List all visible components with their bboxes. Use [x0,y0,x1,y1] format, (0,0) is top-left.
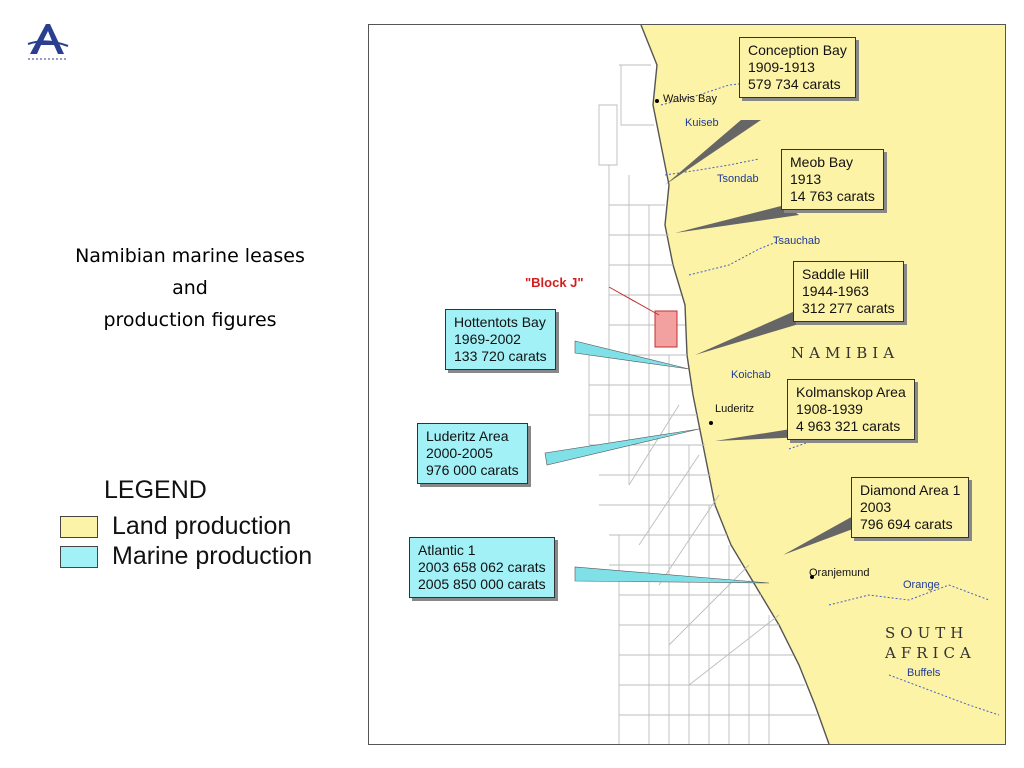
callout-years: 1913 [790,171,822,187]
callout-line-1: 2003 658 062 carats [418,559,546,575]
callout-name: Atlantic 1 [418,542,476,558]
callout-line-2: 2005 850 000 carats [418,576,546,592]
place-walvis-bay: Walvis Bay [663,93,717,105]
block-j-label: "Block J" [525,275,584,290]
land-swatch [60,515,98,538]
callout-kolmanskop-area: Kolmanskop Area 1908-1939 4 963 321 cara… [787,379,915,440]
country-label-south-africa-1: SOUTH [885,624,969,642]
river-tsauchab: Tsauchab [773,235,821,247]
river-buffels: Buffels [907,667,941,679]
river-kuiseb: Kuiseb [685,117,719,129]
caption-line-1: Namibian marine leases [75,245,305,267]
callout-diamond-area-1: Diamond Area 1 2003 796 694 carats [851,477,970,538]
river-tsondab: Tsondab [717,173,759,185]
callout-name: Diamond Area 1 [860,482,961,498]
callout-name: Hottentots Bay [454,314,546,330]
callout-conception-bay: Conception Bay 1909-1913 579 734 carats [739,37,856,98]
callout-carats: 579 734 carats [748,76,841,92]
legend-title: LEGEND [104,476,207,504]
river-koichab: Koichab [731,369,771,381]
callout-years: 1909-1913 [748,59,815,75]
callout-meob-bay: Meob Bay 1913 14 763 carats [781,149,884,210]
block-j-pointer [608,286,660,316]
callout-name: Meob Bay [790,154,854,170]
country-label-south-africa-2: AFRICA [885,644,976,662]
callout-years: 1944-1963 [802,283,869,299]
place-luderitz: Luderitz [715,403,755,415]
marine-swatch [60,545,98,568]
callout-carats: 133 720 carats [454,348,547,364]
callout-carats: 312 277 carats [802,300,895,316]
slide-caption: Namibian marine leases and production fi… [40,240,340,336]
caption-line-3: production figures [103,309,277,331]
legend-label-marine: Marine production [112,542,313,570]
callout-name: Conception Bay [748,42,847,58]
marine-callout-pointers [544,340,770,584]
callout-name: Kolmanskop Area [796,384,906,400]
town-markers [655,99,814,579]
callout-carats: 14 763 carats [790,188,875,204]
callout-saddle-hill: Saddle Hill 1944-1963 312 277 carats [793,261,904,322]
country-label-namibia: NAMIBIA [791,344,900,362]
river-orange: Orange [903,579,940,591]
block-j-area [654,310,678,348]
callout-hottentots-bay: Hottentots Bay 1969-2002 133 720 carats [445,309,556,370]
callout-carats: 976 000 carats [426,462,519,478]
callout-years: 2000-2005 [426,445,493,461]
map-panel: NAMIBIA SOUTH AFRICA Walvis Bay Luderitz… [368,24,1006,745]
callout-years: 2003 [860,499,892,515]
callout-name: Luderitz Area [426,428,509,444]
legend-item-land: Land production [60,512,291,541]
callout-years: 1969-2002 [454,331,521,347]
callout-atlantic-1: Atlantic 1 2003 658 062 carats 2005 850 … [409,537,555,598]
callout-carats: 4 963 321 carats [796,418,901,434]
callout-name: Saddle Hill [802,266,869,282]
callout-years: 1908-1939 [796,401,863,417]
callout-luderitz-area: Luderitz Area 2000-2005 976 000 carats [417,423,528,484]
legend-item-marine: Marine production [60,542,312,571]
legend-label-land: Land production [112,512,292,540]
land-callout-pointers [665,120,869,555]
company-logo-icon [27,24,69,60]
callout-carats: 796 694 carats [860,516,953,532]
caption-line-2: and [172,277,208,299]
place-oranjemund: Oranjemund [809,567,870,579]
